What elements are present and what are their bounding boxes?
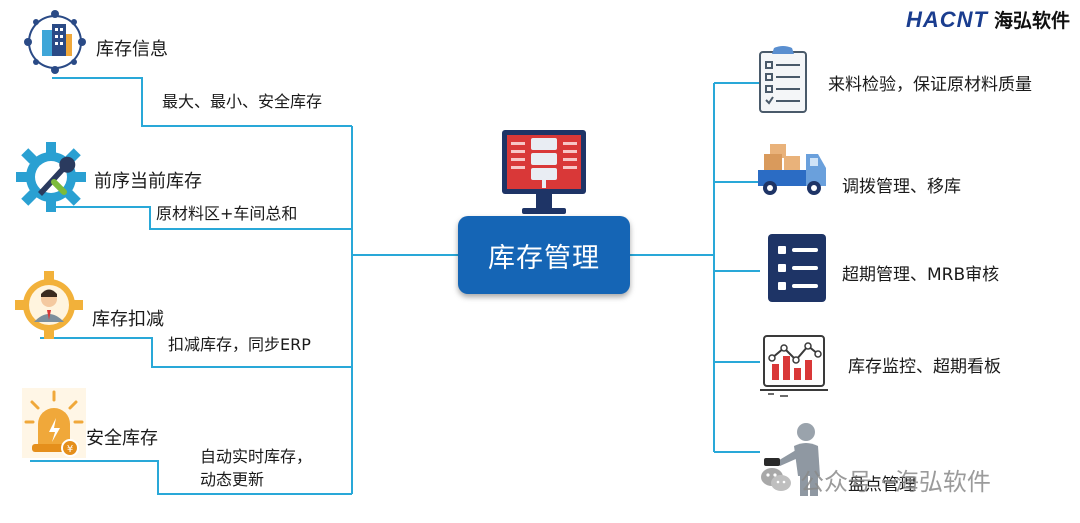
left-branch-4-subtitle-line-1: 自动实时库存， [200, 447, 313, 466]
gear-wrench-icon [14, 140, 88, 214]
connector-left-4 [30, 460, 352, 495]
right-branch-4-label: 库存监控、超期看板 [848, 357, 1001, 377]
left-branch-1-title: 库存信息 [96, 39, 168, 60]
list-icon [768, 234, 826, 302]
watermark-text: 公众号 · 海弘软件 [800, 468, 991, 496]
watermark: 公众号 · 海弘软件 [760, 462, 991, 497]
center-node: 库存管理 [458, 216, 630, 294]
clipboard-checklist-icon [758, 44, 808, 114]
left-branch-1-subtitle: 最大、最小、安全库存 [162, 92, 323, 111]
left-branch-3-title: 库存扣减 [92, 309, 164, 330]
left-branch-4-subtitle-line-2: 动态更新 [200, 470, 265, 489]
svg-text:¥: ¥ [67, 444, 73, 455]
brand-name: 海弘软件 [993, 10, 1070, 32]
right-branch-5-label: 盘点管理 [848, 475, 916, 495]
left-branch-4-title: 安全库存 [86, 428, 158, 449]
person-gear-icon [14, 270, 84, 340]
building-network-icon [22, 8, 88, 76]
right-branch-2-label: 调拨管理、移库 [842, 177, 961, 197]
wechat-icon [760, 466, 792, 494]
server-monitor-icon [500, 128, 588, 220]
connector-left-3 [40, 337, 352, 368]
center-title: 库存管理 [488, 242, 600, 274]
connector-left-1 [52, 77, 352, 127]
delivery-truck-icon [756, 140, 828, 200]
bar-chart-board-icon [758, 334, 830, 400]
alarm-light-icon: ¥ [22, 388, 86, 458]
left-branch-3-subtitle: 扣减库存，同步ERP [168, 335, 311, 354]
person-scanner-icon [762, 420, 828, 498]
connector-left-2 [52, 206, 352, 230]
right-branch-3-label: 超期管理、MRB审核 [842, 265, 1000, 285]
left-branch-2-title: 前序当前库存 [94, 171, 202, 192]
right-branch-1-label: 来料检验，保证原材料质量 [828, 75, 1032, 95]
brand-logo: HACNT 海弘软件 [906, 6, 1070, 33]
brand-logo-text: HACNT [905, 6, 988, 32]
left-branch-2-subtitle: 原材料区+车间总和 [156, 204, 298, 223]
